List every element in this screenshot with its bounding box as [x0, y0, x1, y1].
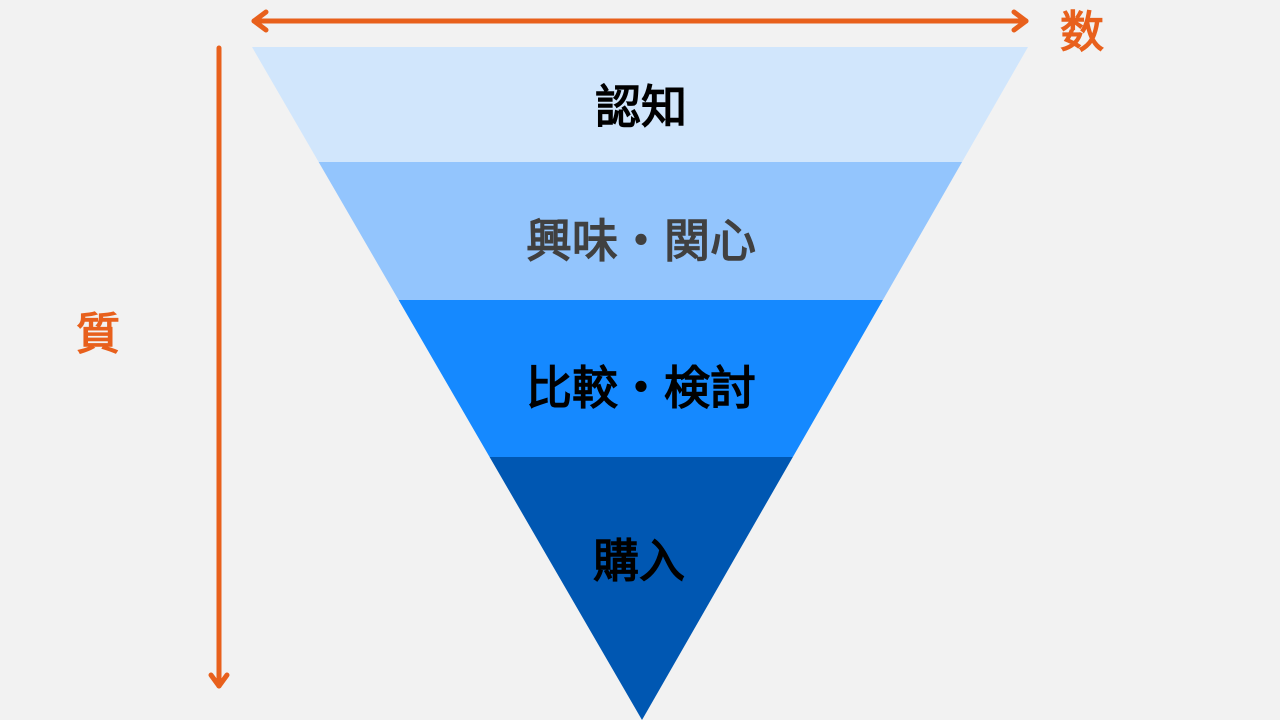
- stage-label-consideration: 比較・検討: [526, 361, 756, 415]
- vertical-arrow: [208, 45, 230, 689]
- stage-label-awareness: 認知: [595, 80, 687, 134]
- quantity-axis-label: 数: [1060, 7, 1104, 58]
- horizontal-arrow: [251, 9, 1029, 33]
- quality-axis-label: 質: [76, 309, 120, 360]
- stage-label-purchase: 購入: [593, 534, 685, 588]
- funnel-band-interest: [318, 162, 963, 300]
- stage-label-interest: 興味・関心: [526, 214, 756, 268]
- funnel-band-consideration: [398, 300, 883, 457]
- funnel-band-purchase: [489, 457, 793, 720]
- funnel-band-awareness: [252, 47, 1028, 162]
